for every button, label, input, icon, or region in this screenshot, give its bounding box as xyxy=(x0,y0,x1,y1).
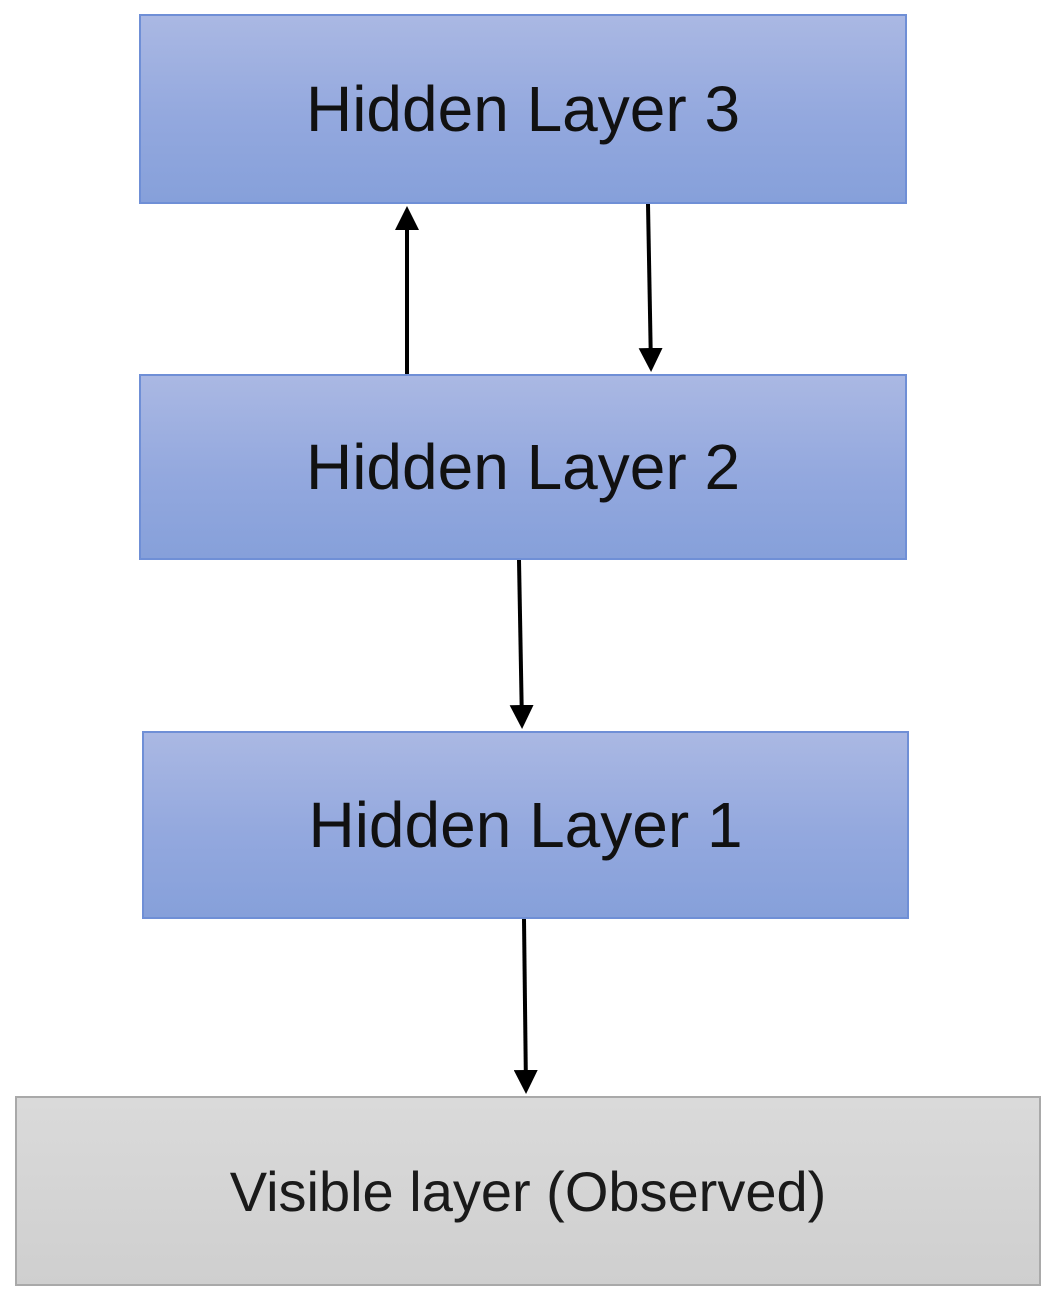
visible-layer-node: Visible layer (Observed) xyxy=(15,1096,1041,1286)
arrow-h2-to-h1 xyxy=(509,559,534,729)
arrow-h1-to-visible xyxy=(513,918,538,1094)
visible-layer-label: Visible layer (Observed) xyxy=(229,1159,827,1223)
hidden-layer-1-node: Hidden Layer 1 xyxy=(142,731,909,919)
hidden-layer-3-label: Hidden Layer 3 xyxy=(305,73,741,145)
hidden-layer-3-node: Hidden Layer 3 xyxy=(139,14,907,204)
hidden-layer-2-node: Hidden Layer 2 xyxy=(139,374,907,560)
hidden-layer-1-label: Hidden Layer 1 xyxy=(308,789,743,861)
arrow-h3-to-h2 xyxy=(638,203,663,372)
hidden-layer-2-label: Hidden Layer 2 xyxy=(305,431,741,503)
